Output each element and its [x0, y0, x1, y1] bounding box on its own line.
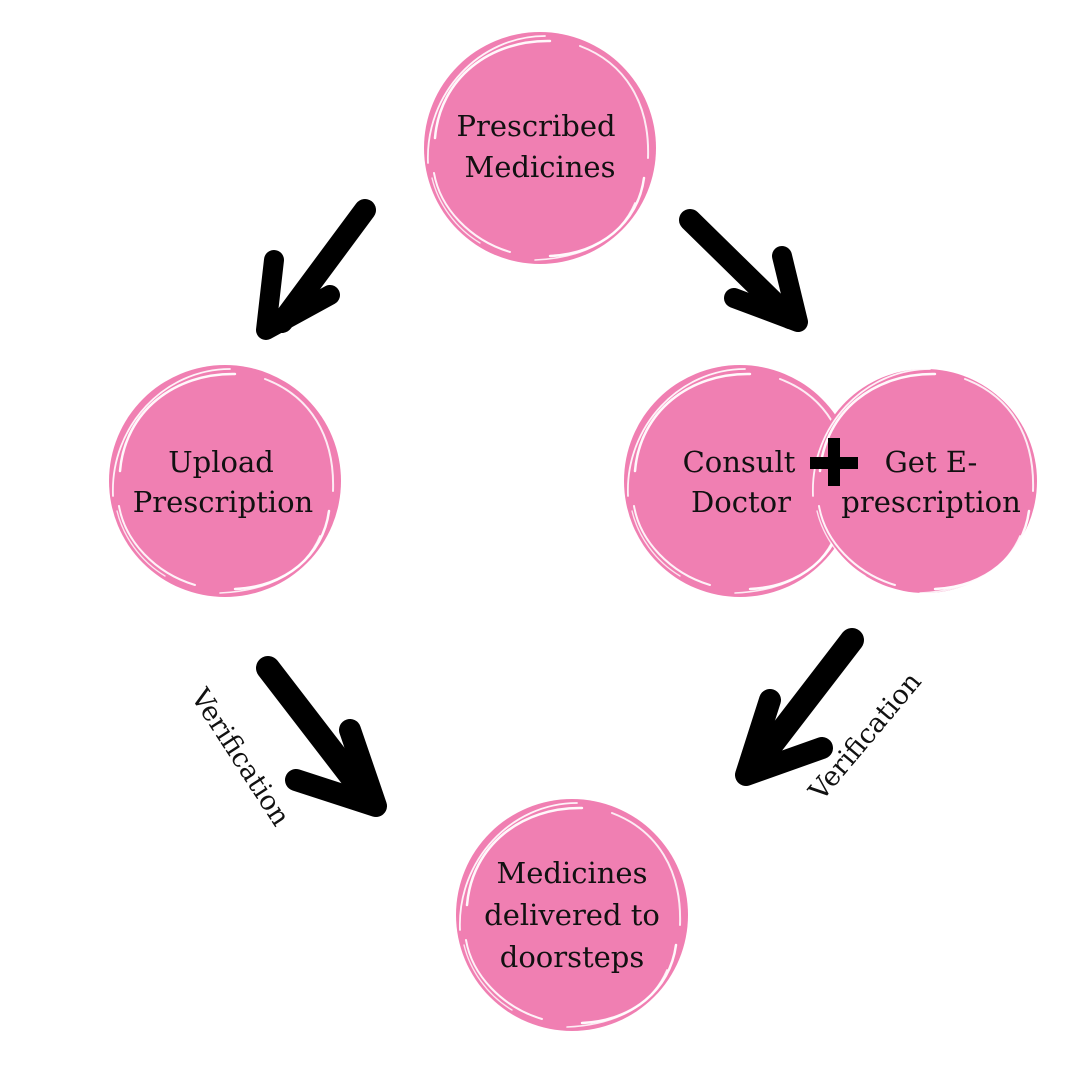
node-prescribed-medicines: Prescribed Medicines	[424, 32, 656, 264]
node-label-line2: Doctor	[691, 485, 791, 519]
node-circle	[424, 32, 656, 264]
node-circle	[109, 365, 341, 597]
arrow-icon	[735, 628, 864, 786]
arrow-icon	[256, 199, 376, 340]
node-circle	[624, 365, 856, 597]
node-label-line3: doorsteps	[500, 940, 645, 974]
node-label-line1: Prescribed	[456, 109, 615, 143]
edge-label-left: Verification	[184, 682, 296, 831]
node-label-line1: Upload	[168, 445, 274, 479]
node-medicines-delivered: Medicines delivered to doorsteps	[456, 799, 688, 1031]
node-label-line2: delivered to	[484, 898, 660, 932]
node-label-line1: Medicines	[497, 856, 648, 890]
node-label-line2: Medicines	[465, 150, 616, 184]
node-label-line1: Consult	[683, 445, 796, 479]
node-circle	[813, 369, 1037, 593]
node-consult-doctor: Consult Doctor	[624, 365, 856, 597]
arrow-icon	[256, 656, 387, 817]
node-get-eprescription: Get E- prescription	[811, 367, 1037, 595]
arrow-icon	[679, 209, 808, 332]
node-circle	[456, 799, 688, 1031]
node-label-line1: Get E-	[885, 445, 978, 479]
node-label-line2: prescription	[841, 485, 1020, 519]
node-upload-prescription: Upload Prescription	[109, 365, 341, 597]
plus-icon	[810, 438, 858, 486]
node-label-line2: Prescription	[133, 485, 313, 519]
